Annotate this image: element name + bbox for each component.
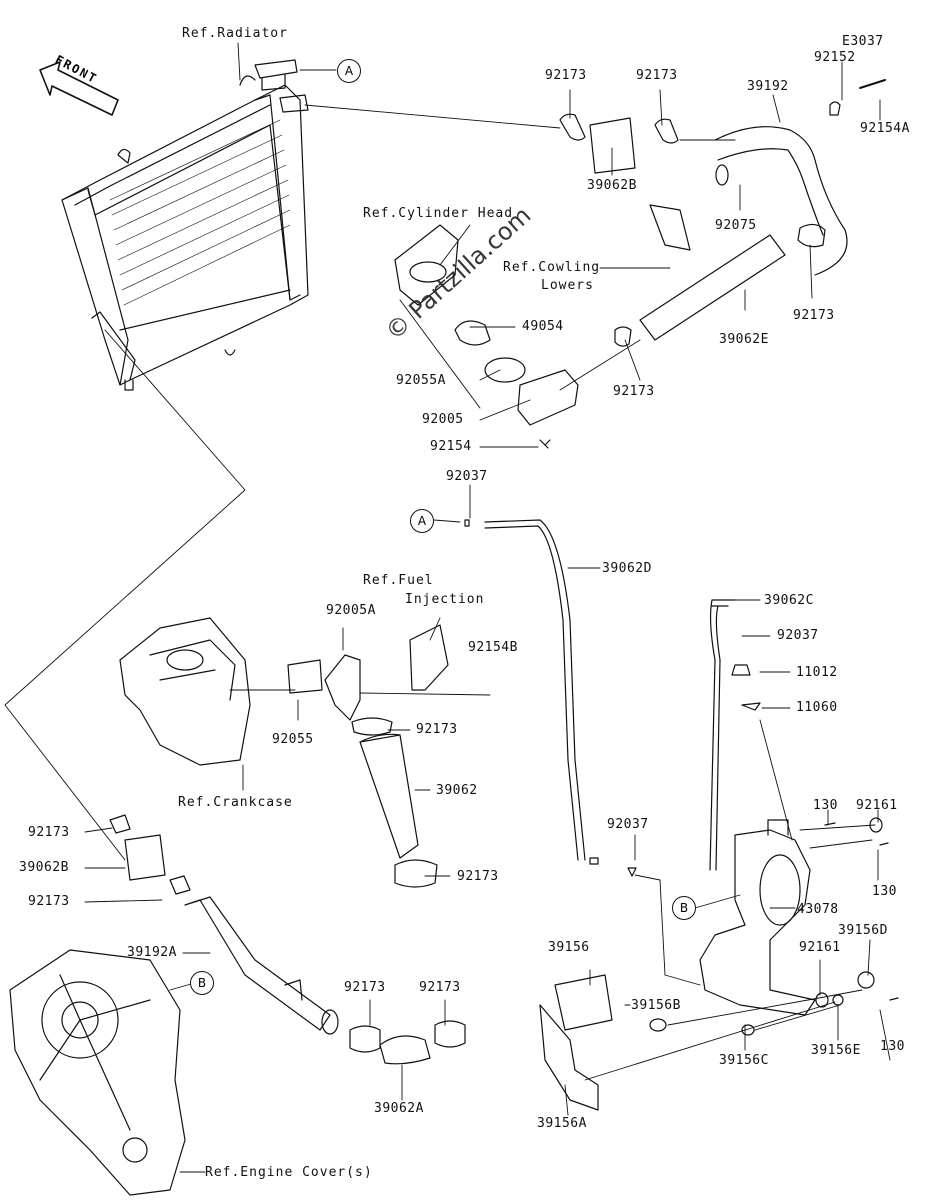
part-label: 92037	[607, 817, 649, 832]
part-label: 92173	[613, 384, 655, 399]
part-label: 92154	[430, 439, 472, 454]
ref-fuel-line2: Injection	[405, 592, 485, 607]
callout-b-right: B	[672, 896, 696, 920]
part-label: 39156C	[719, 1053, 769, 1068]
part-label: 92173	[416, 722, 458, 737]
part-label: 92152	[814, 50, 856, 65]
part-label: 92055	[272, 732, 314, 747]
part-label: 130	[813, 798, 838, 813]
part-label: 39156A	[537, 1116, 587, 1131]
tube-39062d	[484, 519, 586, 861]
tube-39062c	[709, 599, 736, 871]
front-arrow-icon	[39, 61, 119, 116]
part-label: 92173	[545, 68, 587, 83]
lower-left-hoses	[109, 814, 466, 1065]
reservoir-tank	[699, 664, 816, 1016]
part-label: 92055A	[396, 373, 446, 388]
crankcase-drawing	[119, 617, 449, 888]
diagram-code: E3037	[842, 34, 884, 49]
part-label: 92173	[344, 980, 386, 995]
radiator-drawing	[61, 59, 309, 391]
part-label: 92173	[793, 308, 835, 323]
part-label: 92154A	[860, 121, 910, 136]
callout-a-mid: A	[410, 509, 434, 533]
part-label: 92161	[856, 798, 898, 813]
part-label: 92173	[28, 894, 70, 909]
upper-hoses	[559, 79, 886, 347]
part-label: 39156	[548, 940, 590, 955]
ref-cylinder-head: Ref.Cylinder Head	[363, 206, 514, 221]
callout-a-top: A	[337, 59, 361, 83]
ref-radiator: Ref.Radiator	[182, 26, 288, 41]
ref-engine-cover: Ref.Engine Cover(s)	[205, 1165, 373, 1180]
part-label: 39062C	[764, 593, 814, 608]
leader-lines	[4, 42, 891, 1173]
part-label: 92173	[457, 869, 499, 884]
part-label: 92037	[446, 469, 488, 484]
thermostat-assembly	[394, 224, 579, 449]
part-label: 92173	[28, 825, 70, 840]
ref-fuel-line1: Ref.Fuel	[363, 573, 434, 588]
part-label: 92173	[419, 980, 461, 995]
part-label: 43078	[797, 902, 839, 917]
part-label: 39062B	[587, 178, 637, 193]
part-label: 39062E	[719, 332, 769, 347]
part-label: 39062D	[602, 561, 652, 576]
part-label: 39192A	[127, 945, 177, 960]
part-label: 39156B	[631, 998, 681, 1013]
ref-crankcase: Ref.Crankcase	[178, 795, 293, 810]
part-label: 39156D	[838, 923, 888, 938]
engine-cover-drawing	[9, 949, 186, 1196]
insulator-plates	[464, 519, 899, 1111]
part-label: 11060	[796, 700, 838, 715]
part-label: 130	[880, 1039, 905, 1054]
ref-cowling-line1: Ref.Cowling	[503, 260, 601, 275]
part-label: 11012	[796, 665, 838, 680]
part-label: 130	[872, 884, 897, 899]
part-label: 92161	[799, 940, 841, 955]
part-label: 39062	[436, 783, 478, 798]
part-label: 92173	[636, 68, 678, 83]
ref-cowling-line2: Lowers	[541, 278, 594, 293]
part-label: 49054	[522, 319, 564, 334]
part-label: 92075	[715, 218, 757, 233]
part-label: 39062A	[374, 1101, 424, 1116]
part-label: 92154B	[468, 640, 518, 655]
part-label: 39062B	[19, 860, 69, 875]
part-label: 39192	[747, 79, 789, 94]
part-label: 92037	[777, 628, 819, 643]
part-label: 92005A	[326, 603, 376, 618]
part-label: 92005	[422, 412, 464, 427]
part-label: 39156E	[811, 1043, 861, 1058]
callout-b-left: B	[190, 971, 214, 995]
